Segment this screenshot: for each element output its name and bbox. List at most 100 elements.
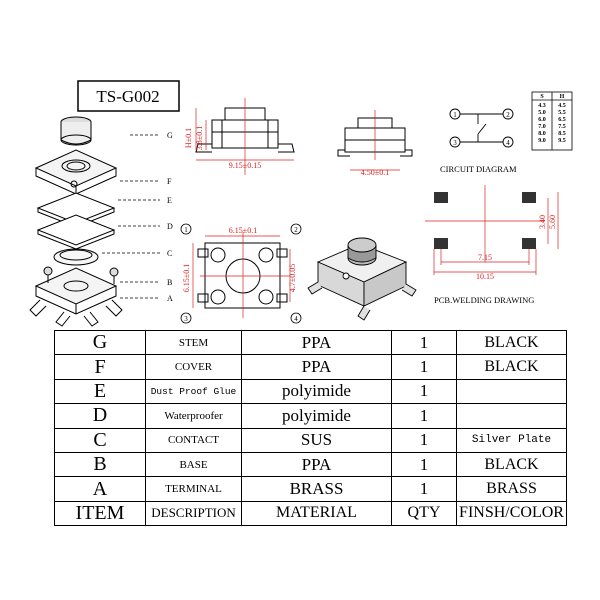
material-cell: PPA (241, 354, 392, 380)
material-cell: BRASS (241, 476, 392, 502)
header-description: DESCRIPTION (145, 500, 242, 527)
height-table-cell: 4.3 (538, 103, 546, 109)
item-cell: F (54, 354, 146, 380)
table-header-row: ITEM DESCRIPTION MATERIAL QTY FINSH/COLO… (54, 500, 567, 527)
leader-label-c: C (167, 249, 172, 258)
pcb-dim-h2: 10.15 (476, 272, 494, 281)
terminal-part (29, 299, 123, 327)
circuit-pin-3: 3 (453, 139, 457, 147)
finish-cell: BLACK (456, 329, 567, 356)
model-label-text: TS-G002 (96, 87, 159, 106)
height-table-header-s: S (540, 94, 544, 100)
description-cell: CONTACT (145, 427, 242, 453)
side-view-front: H±0.1 3.8±0.1 9.15±0.15 (184, 98, 295, 175)
switch-3d-render (307, 237, 417, 321)
description-cell: Dust Proof Glue (145, 378, 242, 405)
top-pin-1: 1 (184, 226, 188, 234)
description-cell: BASE (145, 451, 242, 478)
leader-label-a: A (167, 294, 173, 303)
description-cell: TERMINAL (145, 476, 242, 502)
description-cell: COVER (145, 354, 242, 380)
table-row: D Waterproofer polyimide 1 (54, 403, 567, 429)
exploded-view (29, 116, 123, 327)
top-view: 6.15±0.1 6.15±0.1 4.7±0.05 1 2 3 4 (180, 223, 302, 324)
item-cell: A (54, 476, 146, 502)
item-cell: E (54, 378, 146, 405)
header-qty: QTY (391, 500, 457, 527)
table-row: E Dust Proof Glue polyimide 1 (54, 378, 567, 405)
height-table-cell: 5.0 (538, 110, 546, 116)
height-table-header-h: H (560, 94, 565, 100)
height-table-cell: 6.5 (558, 117, 566, 123)
item-cell: G (54, 329, 146, 356)
height-dim-label: H±0.1 (184, 128, 193, 148)
circuit-pin-4: 4 (506, 139, 510, 147)
table-row: A TERMINAL BRASS 1 BRASS (54, 476, 567, 502)
material-cell: SUS (241, 427, 392, 453)
finish-cell: BLACK (456, 354, 567, 380)
finish-cell (456, 403, 567, 429)
qty-cell: 1 (391, 378, 457, 405)
table-row: B BASE PPA 1 BLACK (54, 451, 567, 478)
item-cell: C (54, 427, 146, 453)
circuit-diagram-title: CIRCUIT DIAGRAM (440, 164, 517, 174)
model-label: TS-G002 (77, 80, 180, 112)
top-pin-2: 2 (294, 226, 298, 234)
width-dim-label: 9.15±0.15 (229, 161, 261, 170)
qty-cell: 1 (391, 329, 457, 356)
height-table-cell: 8.5 (558, 131, 566, 137)
height-table-cell: 7.0 (538, 124, 546, 130)
item-cell: B (54, 451, 146, 478)
technical-drawing: TS-G002 (29, 80, 573, 327)
top-pin-3: 3 (184, 315, 188, 323)
height-table-cell: 9.5 (558, 138, 566, 144)
circuit-pin-1: 1 (453, 111, 457, 119)
description-cell: STEM (145, 329, 242, 356)
pcb-dim-v1: 3.40 (538, 215, 547, 229)
finish-cell: Silver Plate (456, 427, 567, 453)
exploded-leaders (102, 134, 160, 299)
material-cell: PPA (241, 451, 392, 478)
finish-cell: BRASS (456, 476, 567, 502)
cover-part (34, 149, 118, 195)
height-table-cell: 8.0 (538, 131, 546, 137)
qty-cell: 1 (391, 354, 457, 380)
leader-label-f: F (167, 177, 172, 186)
pcb-welding-drawing: 3.40 5.60 7.15 10.15 PCB.WELDING DRAWING (425, 185, 559, 305)
stem-part (60, 116, 92, 146)
side-view-side: 4.50±0.1 (337, 110, 413, 177)
parts-table: G STEM PPA 1 BLACK F COVER PPA 1 BLACK E… (54, 329, 567, 527)
material-cell: PPA (241, 329, 392, 356)
material-cell: polyimide (241, 403, 392, 429)
height-table: S H 4.3 4.5 5.0 5.5 6.0 6.5 7.0 7.5 8.0 … (531, 91, 573, 151)
item-cell: D (54, 403, 146, 429)
top-dim-label: 6.15±0.1 (229, 226, 257, 235)
leader-labels: G F E D C B A (167, 131, 173, 303)
header-item: ITEM (54, 500, 146, 527)
qty-cell: 1 (391, 451, 457, 478)
leader-label-e: E (167, 196, 172, 205)
qty-cell: 1 (391, 427, 457, 453)
qty-cell: 1 (391, 476, 457, 502)
pcb-drawing-title: PCB.WELDING DRAWING (434, 295, 534, 305)
pcb-dim-h1: 7.15 (478, 253, 492, 262)
finish-cell (456, 378, 567, 405)
circuit-pin-2: 2 (506, 111, 510, 119)
right-dim-label: 4.7±0.05 (288, 264, 297, 292)
qty-cell: 1 (391, 403, 457, 429)
finish-cell: BLACK (456, 451, 567, 478)
contact-part (53, 248, 99, 266)
pcb-dim-v2: 5.60 (548, 215, 557, 229)
height-table-cell: 9.0 (538, 138, 546, 144)
top-pin-4: 4 (294, 315, 298, 323)
base-part (34, 266, 119, 315)
header-finish: FINSH/COLOR (456, 500, 567, 527)
header-material: MATERIAL (241, 500, 392, 527)
left-dim-label: 6.15±0.1 (182, 264, 191, 292)
waterproofer-part (36, 214, 116, 250)
table-row: F COVER PPA 1 BLACK (54, 354, 567, 380)
height-table-cell: 7.5 (558, 124, 566, 130)
material-cell: polyimide (241, 378, 392, 405)
height-table-cell: 5.5 (558, 110, 566, 116)
leader-label-d: D (167, 222, 173, 231)
